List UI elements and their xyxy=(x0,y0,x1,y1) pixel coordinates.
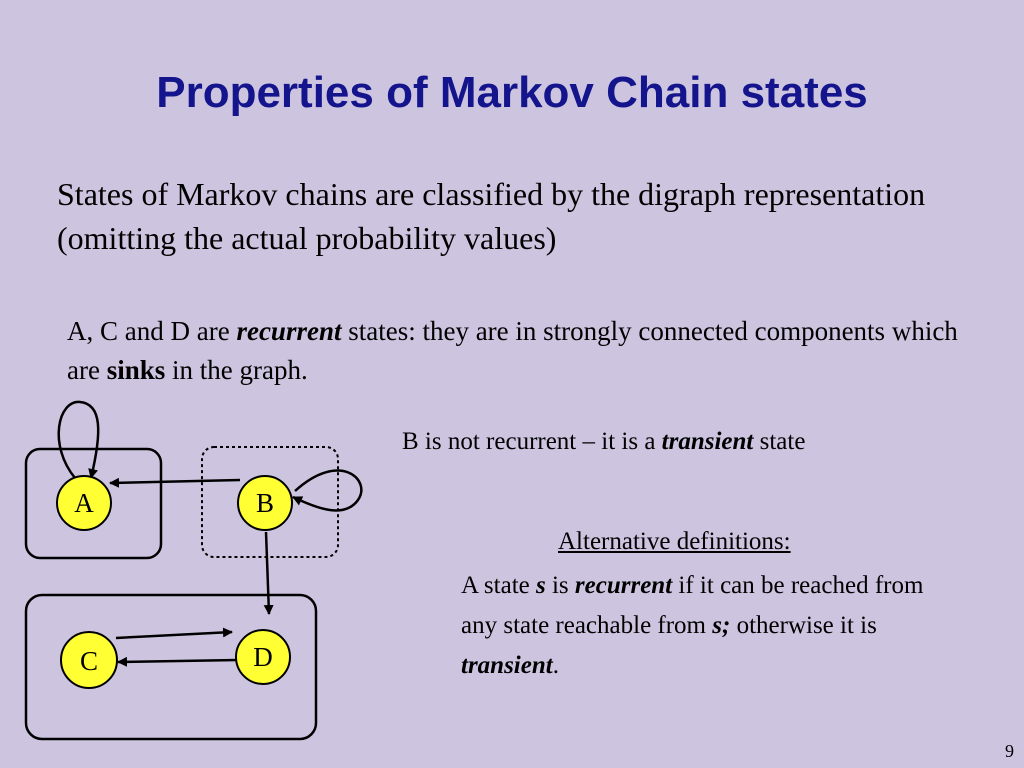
transient-term: transient xyxy=(661,428,754,455)
alternative-definition: A state s is recurrent if it can be reac… xyxy=(461,566,931,686)
sinks-term: sinks xyxy=(106,355,166,385)
recurrent-note-part: states: they are in strongly connected c… xyxy=(67,316,958,385)
state-circle-a xyxy=(56,475,112,531)
recurrent-term: recurrent xyxy=(236,316,342,346)
state-node-d: D xyxy=(235,629,291,685)
state-label-b: B xyxy=(256,488,274,518)
transient-note-part: state xyxy=(753,428,806,455)
slide-title: Properties of Markov Chain states xyxy=(156,68,868,117)
alt-part: is xyxy=(545,572,575,599)
self-loop-a xyxy=(57,400,100,479)
state-label-d: D xyxy=(253,642,273,672)
state-circle-c xyxy=(60,631,118,689)
edge-b-to-d xyxy=(263,531,274,615)
state-circle-d xyxy=(235,629,291,685)
transient-note-part: B is not recurrent – it is a xyxy=(402,428,662,455)
alt-part: . xyxy=(552,652,559,679)
alt-state-s: s; xyxy=(712,612,731,639)
edge-b-to-a xyxy=(109,477,241,488)
alt-part: if it can be reached from any state reac… xyxy=(461,572,924,639)
alt-state-s: s xyxy=(536,572,546,599)
alternative-heading: Alternative definitions: xyxy=(558,528,791,555)
recurrent-note-part: in the graph. xyxy=(165,355,308,385)
alt-transient-term: transient xyxy=(461,652,553,679)
edge-d-to-c xyxy=(117,656,239,667)
self-loop-b xyxy=(292,469,363,512)
transient-note: B is not recurrent – it is a transient s… xyxy=(402,425,1002,459)
edge-c-to-d xyxy=(115,627,233,640)
recurrent-note: A, C and D are recurrent states: they ar… xyxy=(67,312,967,390)
state-circle-b xyxy=(237,475,293,531)
alt-part: otherwise it is xyxy=(730,612,877,639)
component-box-a xyxy=(24,447,163,560)
alt-part: A state xyxy=(461,572,536,599)
component-box-b xyxy=(201,446,339,558)
alt-recurrent-term: recurrent xyxy=(574,572,673,599)
state-node-b: B xyxy=(237,475,293,531)
state-label-a: A xyxy=(74,488,94,518)
recurrent-note-part: A, C and D are xyxy=(67,316,237,346)
component-box-cd xyxy=(24,593,318,741)
intro-text: States of Markov chains are classified b… xyxy=(57,176,926,256)
state-label-c: C xyxy=(80,646,98,676)
slide-number: 9 xyxy=(1005,741,1014,761)
state-node-c: C xyxy=(60,631,118,689)
state-node-a: A xyxy=(56,475,112,531)
